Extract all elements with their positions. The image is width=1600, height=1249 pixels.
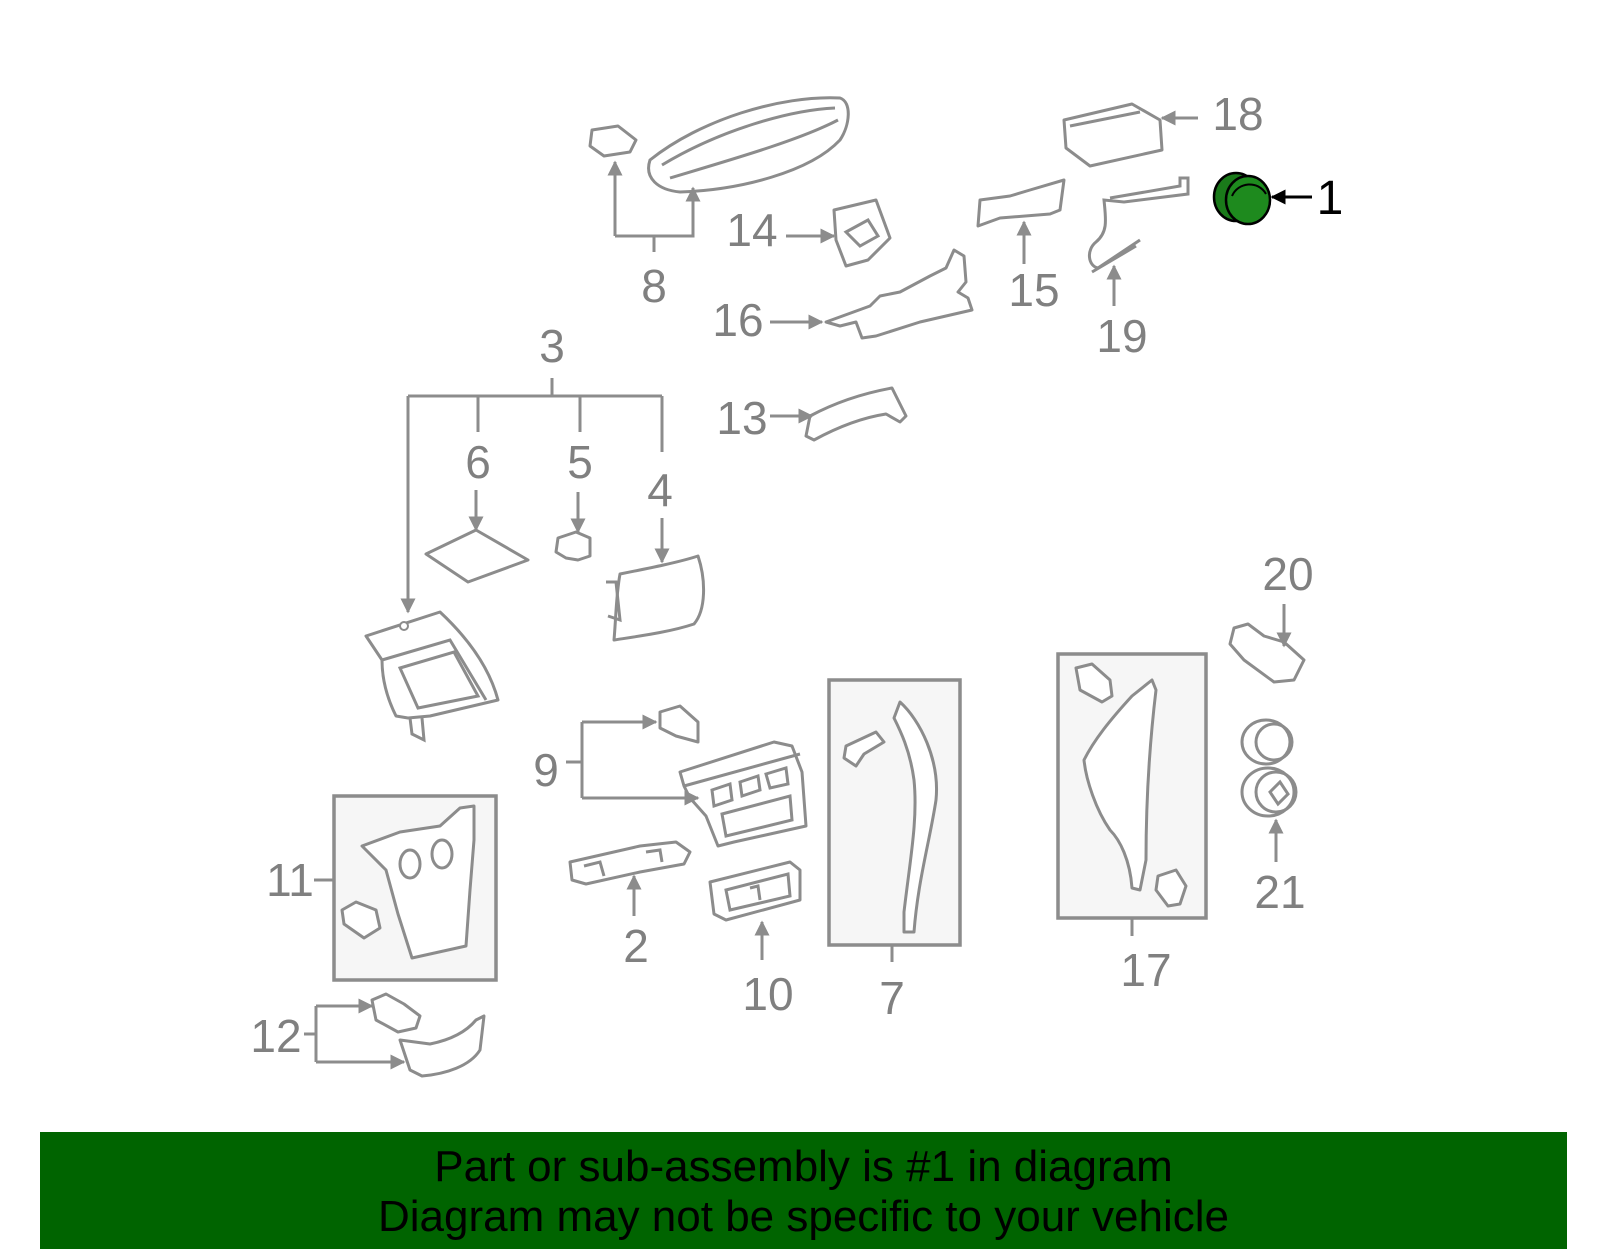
callout-4: 4 bbox=[647, 464, 673, 516]
part-5-drawing[interactable] bbox=[554, 530, 592, 562]
callout-9: 9 bbox=[533, 744, 559, 796]
callout-20: 20 bbox=[1262, 548, 1313, 600]
callout-14: 14 bbox=[726, 204, 777, 256]
part-12-drawing[interactable] bbox=[370, 992, 486, 1078]
part-21-drawing[interactable] bbox=[1240, 718, 1298, 818]
callout-3-leader bbox=[400, 378, 664, 614]
part-14-drawing[interactable] bbox=[832, 198, 892, 268]
part-1-highlighted[interactable] bbox=[1212, 171, 1272, 226]
part-10-drawing[interactable] bbox=[708, 860, 802, 922]
callout-10: 10 bbox=[742, 968, 793, 1020]
part-7-drawing[interactable] bbox=[827, 678, 962, 947]
callout-8-leader bbox=[607, 160, 701, 252]
part-3-drawing[interactable] bbox=[364, 610, 500, 743]
part-19-drawing[interactable] bbox=[1088, 176, 1190, 274]
callout-15: 15 bbox=[1008, 264, 1059, 316]
info-banner: Part or sub-assembly is #1 in diagram Di… bbox=[40, 1132, 1567, 1249]
part-20-drawing[interactable] bbox=[1228, 622, 1306, 684]
callout-2: 2 bbox=[623, 920, 649, 972]
callout-21: 21 bbox=[1254, 866, 1305, 918]
part-11-drawing[interactable] bbox=[332, 794, 498, 982]
callout-5: 5 bbox=[567, 436, 593, 488]
callout-17: 17 bbox=[1120, 944, 1171, 996]
callout-11: 11 bbox=[266, 854, 314, 906]
part-17-drawing[interactable] bbox=[1056, 652, 1208, 920]
callout-6: 6 bbox=[465, 436, 491, 488]
callout-12-leader bbox=[304, 998, 406, 1070]
part-4-drawing[interactable] bbox=[606, 554, 706, 642]
part-2-drawing[interactable] bbox=[568, 840, 692, 886]
callout-12: 12 bbox=[250, 1010, 301, 1062]
callout-19: 19 bbox=[1096, 310, 1147, 362]
part-13-drawing[interactable] bbox=[804, 386, 908, 442]
banner-line-2: Diagram may not be specific to your vehi… bbox=[377, 1192, 1230, 1241]
banner-line-1: Part or sub-assembly is #1 in diagram bbox=[434, 1142, 1173, 1191]
part-9-drawing[interactable] bbox=[658, 704, 808, 848]
part-16-drawing[interactable] bbox=[824, 248, 974, 340]
callout-13: 13 bbox=[716, 392, 767, 444]
callout-3: 3 bbox=[539, 320, 565, 372]
part-18-drawing[interactable] bbox=[1062, 102, 1164, 168]
callout-18: 18 bbox=[1212, 88, 1263, 140]
callout-16: 16 bbox=[712, 294, 763, 346]
callout-8: 8 bbox=[641, 260, 667, 312]
callout-9-leader bbox=[566, 714, 700, 806]
part-8-drawing[interactable] bbox=[588, 96, 850, 194]
callout-1: 1 bbox=[1317, 172, 1344, 225]
part-15-drawing[interactable] bbox=[976, 178, 1066, 228]
callout-7: 7 bbox=[879, 972, 905, 1024]
part-6-drawing[interactable] bbox=[424, 528, 530, 584]
